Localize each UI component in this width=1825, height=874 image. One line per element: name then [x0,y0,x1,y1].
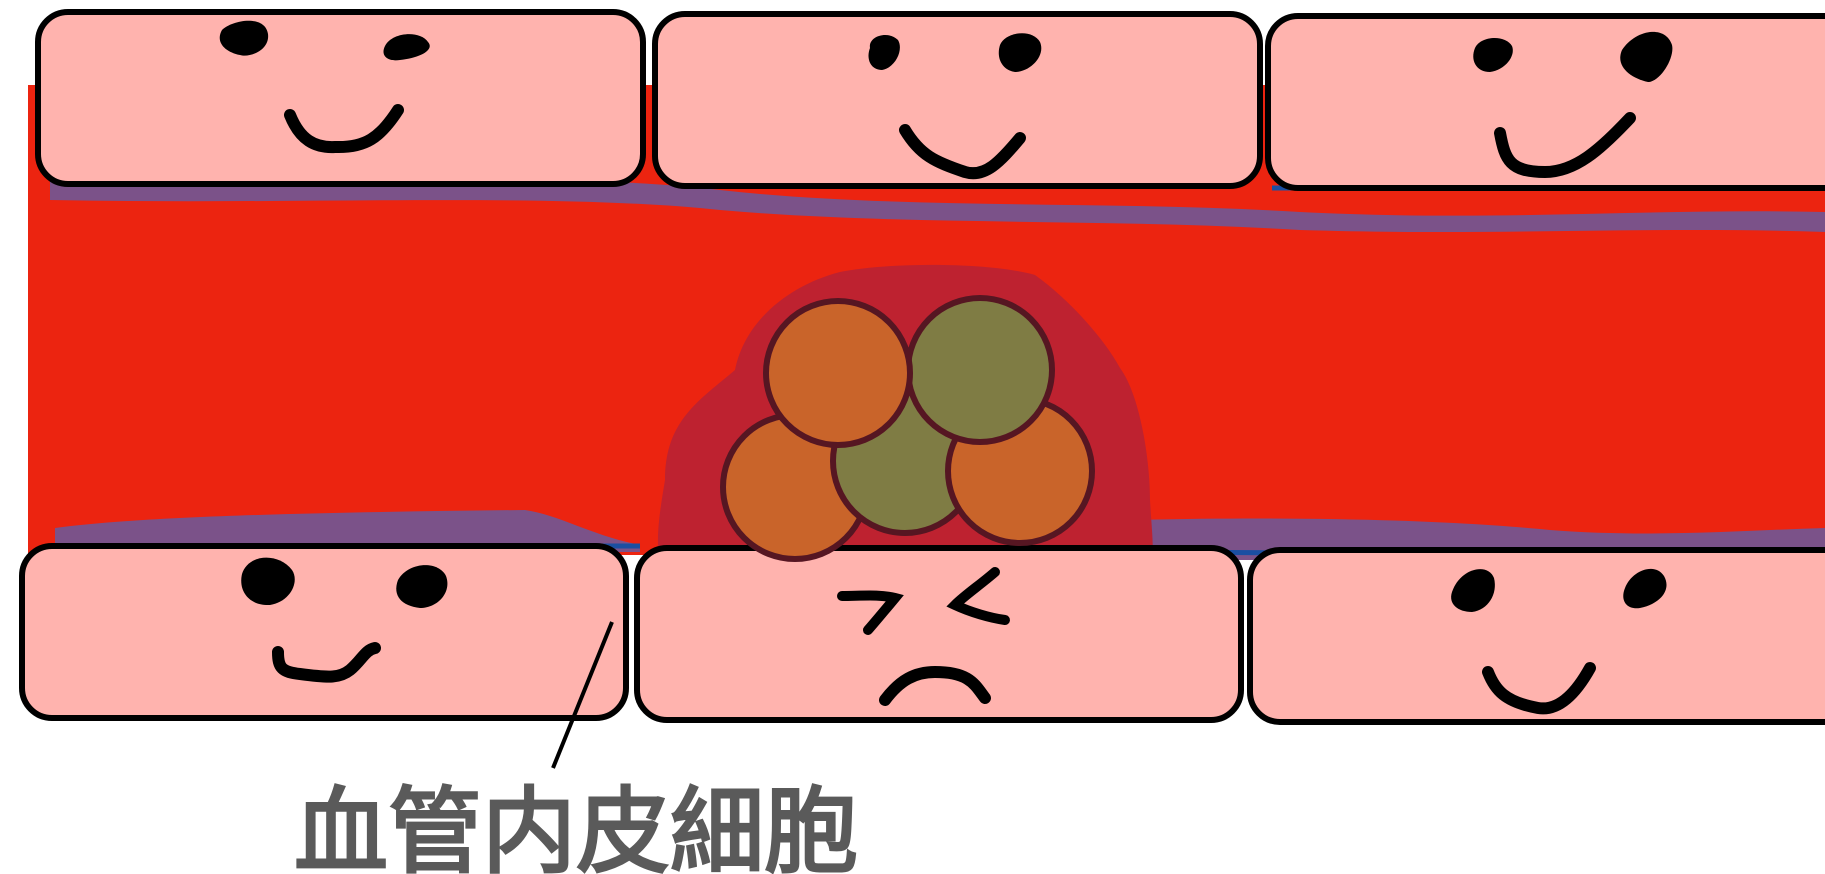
eye-right [998,33,1042,72]
mouth [899,124,1026,180]
upper-glycocalyx [50,179,1825,232]
mouth [284,104,404,154]
cell-lower-2 [634,545,1244,723]
mouth [272,642,381,683]
cell-lower-3 [1247,547,1825,725]
eye-right [946,567,1010,625]
eye-left [837,590,904,635]
mouth [879,665,991,706]
eye-left [868,34,900,70]
platelet-olive [905,295,1055,445]
cell-upper-2 [652,11,1263,189]
label-leader-line [551,621,614,769]
cell-upper-1 [35,9,646,187]
eye-right [1620,31,1673,82]
cell-upper-3 [1265,13,1825,191]
eye-left [1451,569,1495,612]
platelet-aggregate [720,295,1095,562]
mouth [1494,112,1636,179]
eye-right [383,34,430,61]
mouth [1482,662,1596,715]
eye-right [1623,568,1667,609]
endothelial-cell-label: 血管内皮細胞 [294,778,858,874]
lower-glycocalyx [55,510,640,552]
eye-left [1473,37,1513,72]
cell-lower-1 [19,543,629,721]
eye-left [219,20,269,56]
eye-right [396,565,448,608]
eye-left [241,557,295,606]
platelet-orange [763,298,913,448]
